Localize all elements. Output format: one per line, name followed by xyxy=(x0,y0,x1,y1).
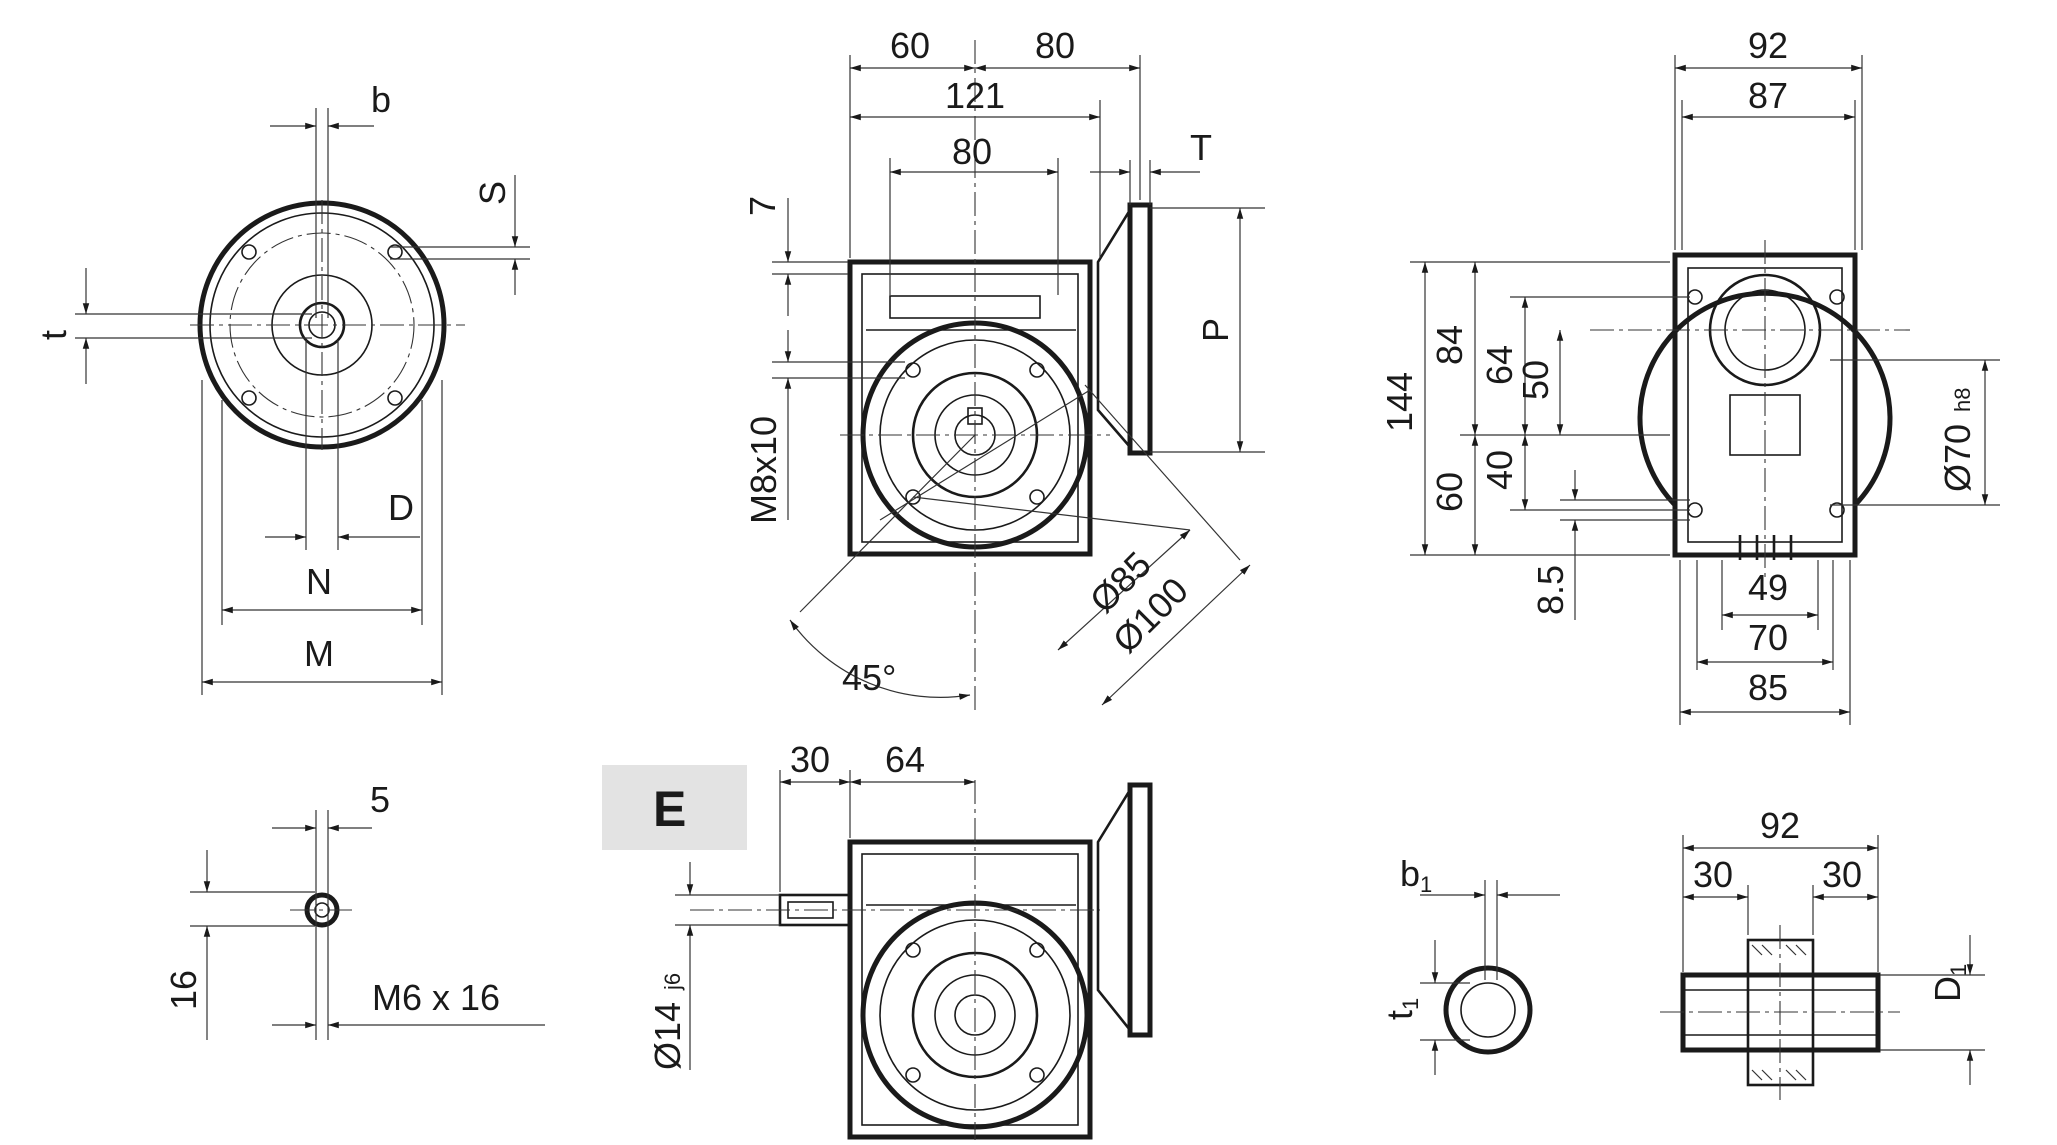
dim-80-top: 80 xyxy=(1035,25,1075,66)
dim-b1: b1 xyxy=(1400,853,1432,897)
dim-t1: t1 xyxy=(1379,998,1423,1020)
dim-dia-14-tol: j6 xyxy=(660,973,685,991)
hollow-shaft-view: b1 t1 xyxy=(1379,853,1560,1075)
dim-80-inner: 80 xyxy=(952,131,992,172)
dim-8-5: 8.5 xyxy=(1530,565,1571,615)
dim-key-width: 5 xyxy=(370,779,390,820)
dim-m: M xyxy=(304,633,334,674)
dim-84: 84 xyxy=(1429,325,1470,365)
dim-92-side: 92 xyxy=(1748,25,1788,66)
dim-7: 7 xyxy=(742,196,783,216)
dim-92-shaft: 92 xyxy=(1760,805,1800,846)
shaft-end-view: 5 16 M6 x 16 xyxy=(163,779,545,1040)
dim-40: 40 xyxy=(1479,450,1520,490)
dim-30-shaft: 30 xyxy=(790,739,830,780)
dim-dia-70-tol: h8 xyxy=(1950,388,1975,412)
dim-t-flange: T xyxy=(1190,127,1212,168)
output-shaft-view: 92 30 30 D1 xyxy=(1660,805,1985,1100)
dim-70-bottom: 70 xyxy=(1748,617,1788,658)
dim-85: 85 xyxy=(1748,667,1788,708)
dim-121: 121 xyxy=(945,75,1005,116)
dim-50: 50 xyxy=(1515,360,1556,400)
dim-shaft-height: 16 xyxy=(163,970,204,1010)
dim-d1: D1 xyxy=(1927,964,1971,1002)
flange-view: b S t D N M xyxy=(33,79,530,695)
dim-thread: M6 x 16 xyxy=(372,977,500,1018)
dim-m8x10: M8x10 xyxy=(743,416,784,524)
dim-n: N xyxy=(306,561,332,602)
dim-60: 60 xyxy=(890,25,930,66)
dim-p: P xyxy=(1195,318,1236,342)
dim-60-side: 60 xyxy=(1429,472,1470,512)
gearbox-side-view: 92 87 144 84 64 50 60 40 8.5 49 70 85 Ø7… xyxy=(1379,25,2000,725)
dim-b: b xyxy=(371,79,391,120)
dim-s: S xyxy=(472,181,513,205)
view-label-e: E xyxy=(653,781,686,837)
dim-49: 49 xyxy=(1748,567,1788,608)
dim-30-left: 30 xyxy=(1693,854,1733,895)
dim-dia-70: Ø70 xyxy=(1937,424,1978,492)
dim-45deg: 45° xyxy=(842,657,896,698)
dim-64: 64 xyxy=(885,739,925,780)
dim-30-right: 30 xyxy=(1822,854,1862,895)
dim-d: D xyxy=(388,487,414,528)
input-shaft-view: E 30 64 Ø14 j6 xyxy=(602,739,1153,1140)
view-label-badge xyxy=(602,765,747,850)
dim-144: 144 xyxy=(1379,372,1420,432)
dim-87: 87 xyxy=(1748,75,1788,116)
gearbox-front-view: 60 80 121 80 T P 7 M8x10 45° Ø85 Ø100 xyxy=(742,25,1265,710)
dim-64-side: 64 xyxy=(1479,345,1520,385)
dim-t: t xyxy=(33,330,74,340)
dim-dia-14: Ø14 xyxy=(647,1002,688,1070)
